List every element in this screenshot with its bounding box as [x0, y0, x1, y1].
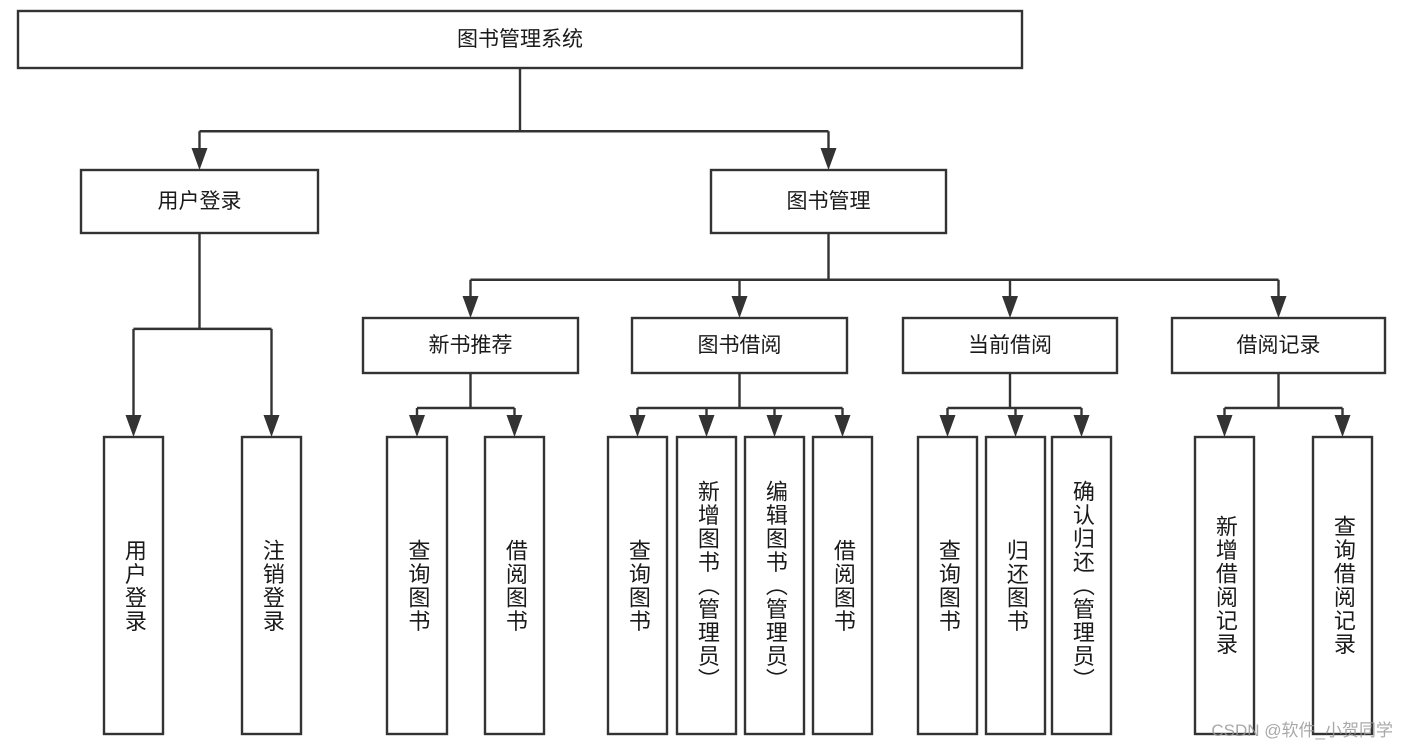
arrow-head-icon: [125, 415, 142, 437]
node-box-leaf-query-book-rec[interactable]: [385, 435, 449, 736]
node-box-leaf-query-record[interactable]: [1311, 435, 1374, 736]
node-box-book-manage[interactable]: [709, 168, 948, 235]
arrow-head-icon: [939, 415, 956, 437]
node-box-borrow-record[interactable]: [1170, 316, 1387, 375]
node-label-user-login: 用户登录: [158, 190, 242, 213]
arrow-head-icon: [1270, 296, 1287, 318]
node-box-leaf-query-book-cur[interactable]: [916, 435, 979, 736]
arrow-head-icon: [731, 296, 748, 318]
arrow-head-icon: [1073, 415, 1090, 437]
arrow-head-icon: [834, 415, 851, 437]
node-box-leaf-borrow-book[interactable]: [811, 435, 874, 736]
node-box-leaf-borrow-book-rec[interactable]: [483, 435, 546, 736]
node-label-borrow-record: 借阅记录: [1237, 334, 1321, 357]
arrow-head-icon: [462, 296, 479, 318]
node-box-leaf-edit-book[interactable]: [743, 435, 806, 736]
arrow-head-icon: [263, 415, 280, 437]
node-box-leaf-return-book[interactable]: [984, 435, 1047, 736]
node-box-leaf-add-book[interactable]: [675, 435, 738, 736]
node-label-new-book-rec: 新书推荐: [429, 334, 513, 357]
node-box-leaf-confirm-return[interactable]: [1050, 435, 1113, 736]
node-box-leaf-query-book-borrow[interactable]: [606, 435, 669, 736]
arrow-head-icon: [766, 415, 783, 437]
arrow-head-icon: [629, 415, 646, 437]
boxes-layer: [16, 9, 1387, 736]
arrow-head-icon: [1334, 415, 1351, 437]
node-box-current-borrow[interactable]: [901, 316, 1119, 375]
node-box-root[interactable]: [16, 9, 1024, 70]
watermark: CSDN @软件_小贺同学: [1211, 721, 1393, 740]
arrow-head-icon: [820, 148, 837, 170]
arrow-head-icon: [1002, 296, 1018, 318]
node-box-book-borrow[interactable]: [630, 316, 849, 375]
node-box-leaf-add-record[interactable]: [1193, 435, 1256, 736]
node-box-leaf-logout[interactable]: [240, 435, 303, 736]
arrow-head-icon: [409, 415, 425, 437]
node-label-book-borrow: 图书借阅: [698, 334, 782, 357]
node-box-user-login[interactable]: [79, 168, 320, 235]
arrow-head-icon: [506, 415, 523, 437]
node-label-book-manage: 图书管理: [787, 190, 871, 213]
node-label-root: 图书管理系统: [457, 28, 583, 51]
arrow-head-icon: [191, 148, 208, 170]
connectors-layer: [125, 68, 1351, 437]
node-box-new-book-rec[interactable]: [361, 316, 580, 375]
node-box-leaf-user-login[interactable]: [102, 435, 165, 736]
arrow-head-icon: [698, 415, 715, 437]
arrow-head-icon: [1216, 415, 1233, 437]
arrow-head-icon: [1007, 415, 1024, 437]
node-label-current-borrow: 当前借阅: [968, 334, 1052, 357]
